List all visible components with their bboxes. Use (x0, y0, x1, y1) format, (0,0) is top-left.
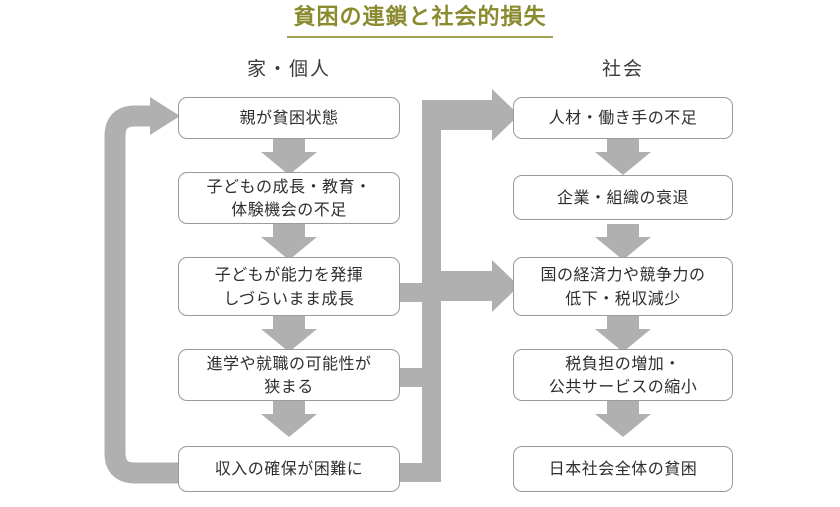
trunk-arrow-to-r3 (422, 260, 519, 312)
stub-from-l3 (398, 283, 424, 302)
node-box-r5[interactable]: 日本社会全体の貧困 (513, 446, 733, 492)
trunk-arrow-to-r1 (422, 89, 519, 141)
arrow-r1-to-r2 (595, 139, 651, 175)
node-label-l2: 子どもの成長・教育・ 体験機会の不足 (206, 176, 372, 219)
arrow-r2-to-r3 (595, 224, 651, 260)
arrow-l3-to-l4 (261, 316, 317, 352)
node-label-r5: 日本社会全体の貧困 (548, 459, 698, 479)
title-container: 貧困の連鎖と社会的損失 (0, 4, 840, 38)
stub-from-l5 (398, 463, 424, 482)
center-trunk-group (398, 89, 519, 482)
node-box-l4[interactable]: 進学や就職の可能性が 狭まる (178, 349, 400, 401)
node-box-l2[interactable]: 子どもの成長・教育・ 体験機会の不足 (178, 172, 400, 224)
node-label-l4: 進学や就職の可能性が 狭まる (206, 353, 372, 396)
node-box-r4[interactable]: 税負担の増加・ 公共サービスの縮小 (513, 349, 733, 401)
node-box-r1[interactable]: 人材・働き手の不足 (513, 97, 733, 139)
node-label-r3: 国の経済力や競争力の 低下・税収減少 (540, 265, 706, 308)
feedback-loop-arrowhead (150, 97, 180, 135)
node-box-r3[interactable]: 国の経済力や競争力の 低下・税収減少 (513, 257, 733, 316)
node-label-l5: 収入の確保が困難に (214, 459, 364, 479)
node-box-l3[interactable]: 子どもが能力を発揮 しづらいまま成長 (178, 257, 400, 316)
arrow-l4-to-l5 (261, 401, 317, 437)
node-label-l3: 子どもが能力を発揮 しづらいまま成長 (214, 265, 364, 308)
node-box-l1[interactable]: 親が貧困状態 (178, 97, 400, 139)
node-label-r1: 人材・働き手の不足 (548, 108, 698, 128)
node-label-r2: 企業・組織の衰退 (556, 187, 689, 207)
node-label-r4: 税負担の増加・ 公共サービスの縮小 (548, 353, 698, 396)
column-header-society: 社会 (601, 58, 644, 80)
column-header-family: 家・個人 (246, 58, 331, 80)
node-box-l5[interactable]: 収入の確保が困難に (178, 446, 400, 492)
node-box-r2[interactable]: 企業・組織の衰退 (513, 175, 733, 220)
arrow-l1-to-l2 (261, 139, 317, 175)
arrow-l2-to-l3 (261, 224, 317, 260)
page-title: 貧困の連鎖と社会的損失 (287, 4, 553, 38)
feedback-loop-group (104, 97, 188, 484)
feedback-loop-path (104, 105, 188, 484)
arrow-r3-to-r4 (595, 316, 651, 352)
node-label-l1: 親が貧困状態 (239, 108, 339, 128)
arrow-r4-to-r5 (595, 401, 651, 437)
stub-from-l4 (398, 368, 424, 387)
